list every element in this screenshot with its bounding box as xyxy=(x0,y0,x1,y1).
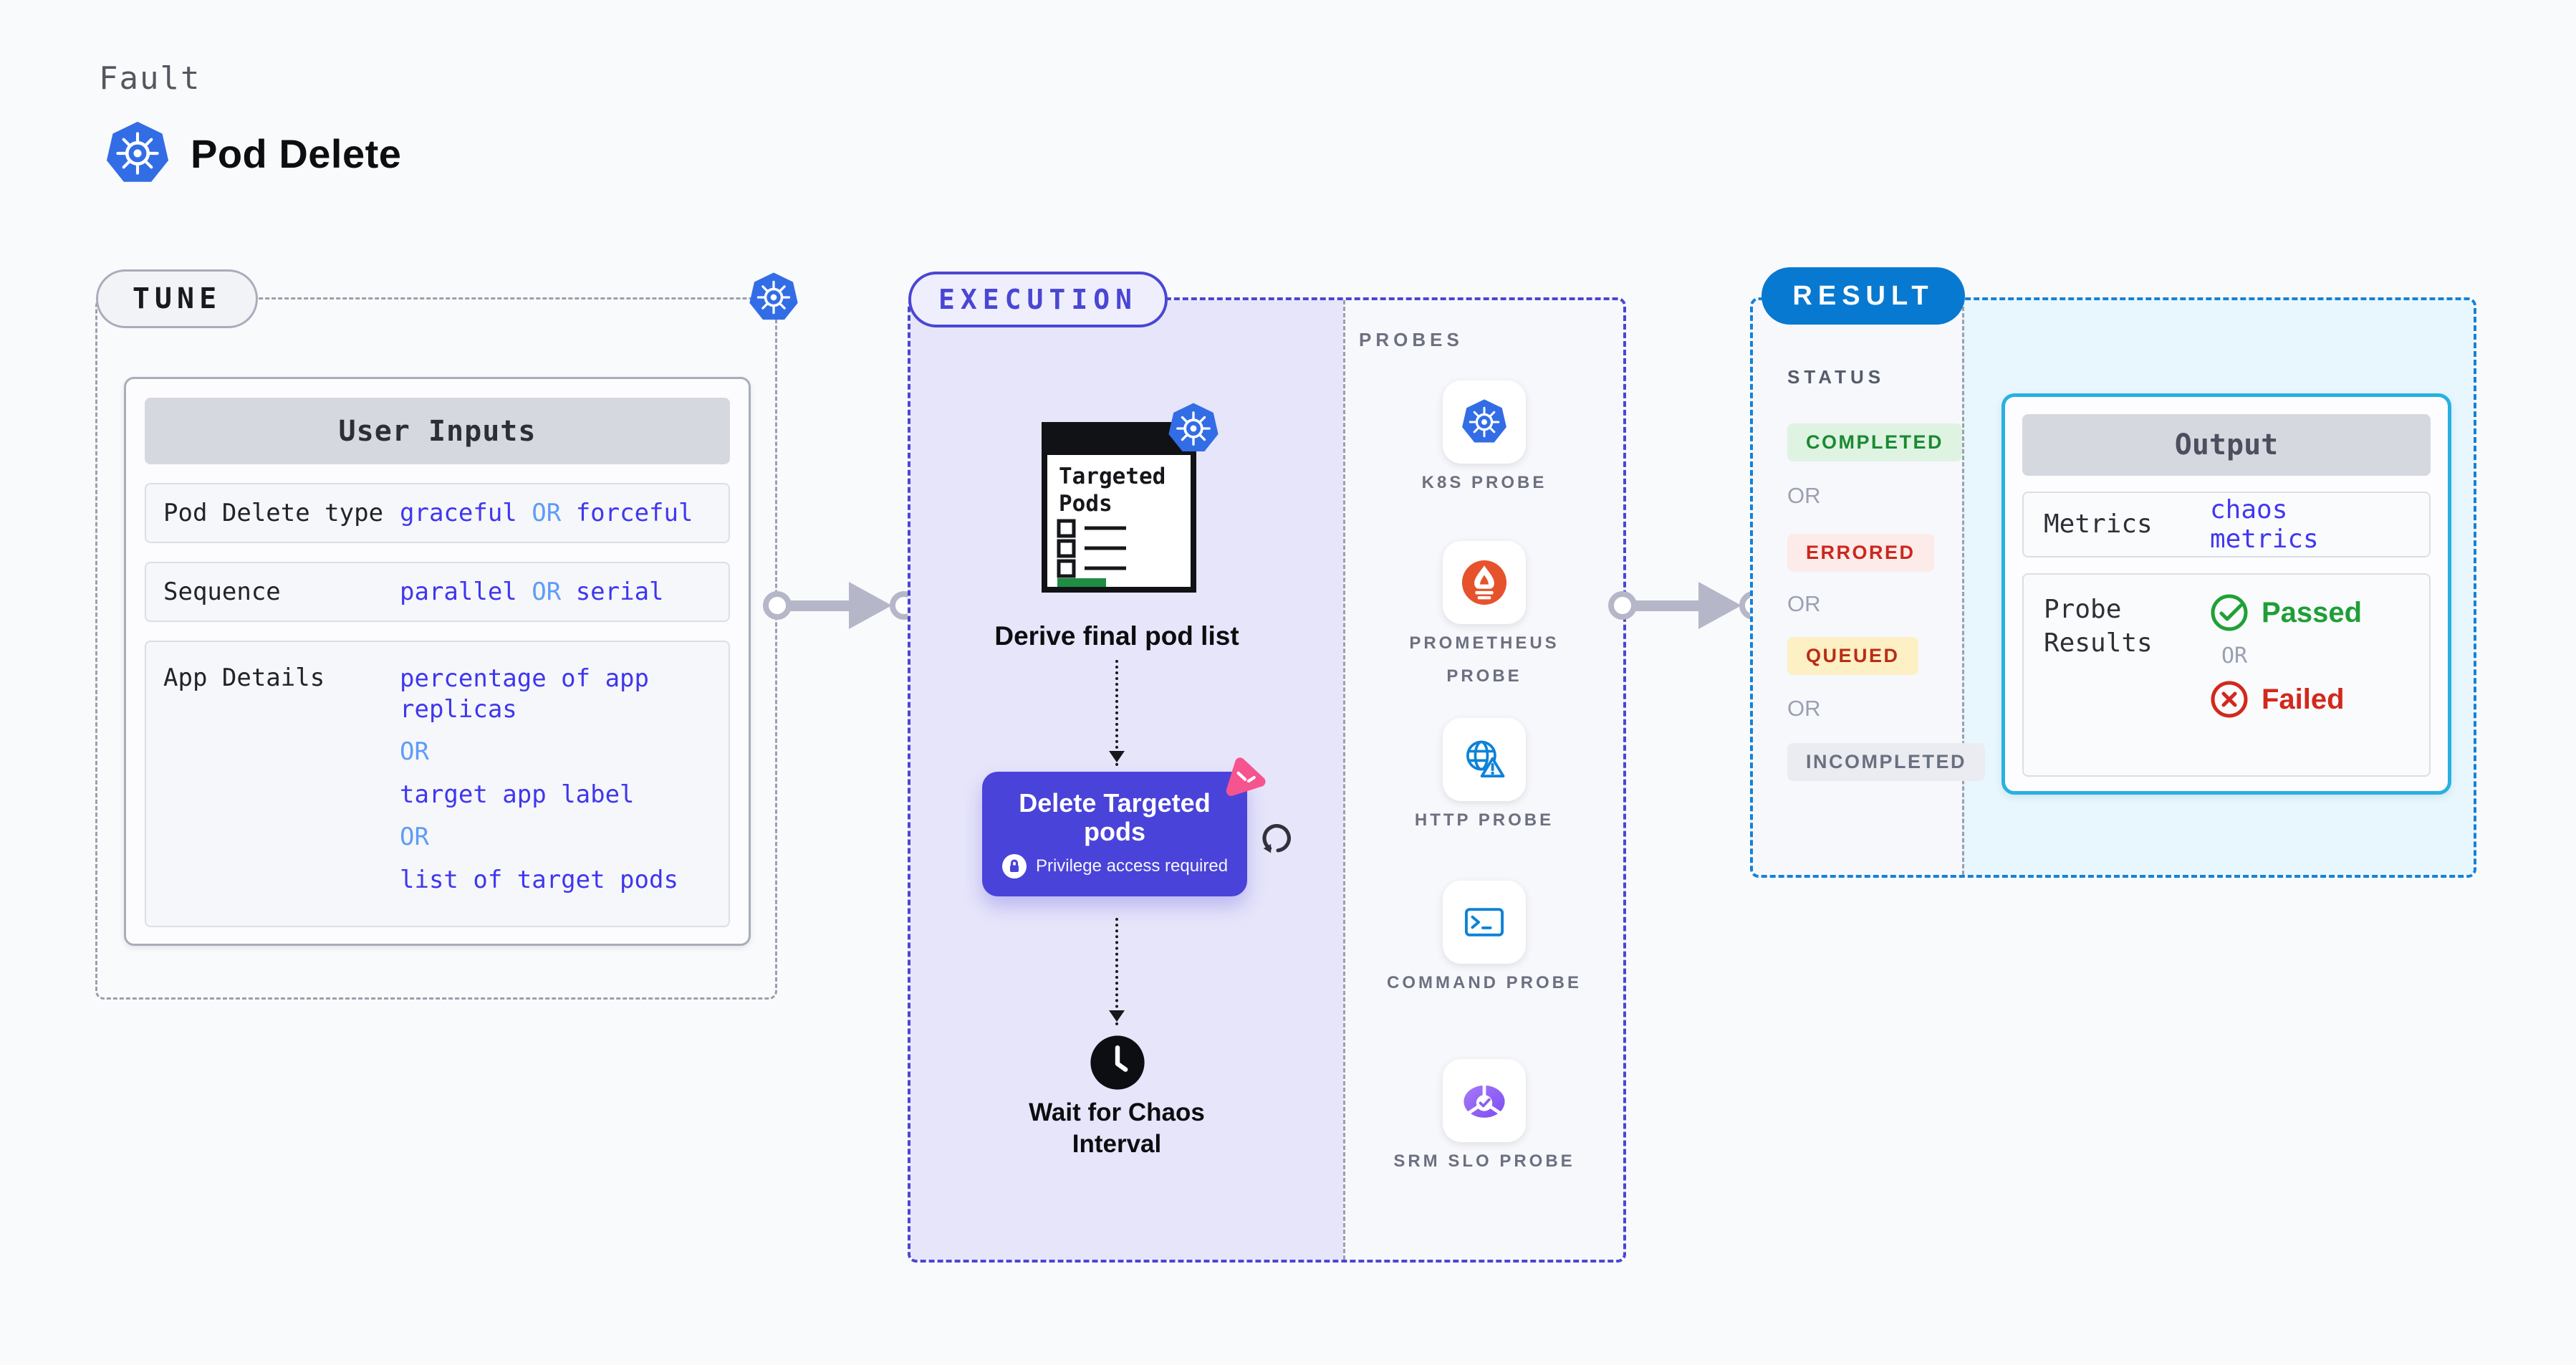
page-title-row: Pod Delete xyxy=(105,120,401,186)
probe-label-k8s: K8S PROBE xyxy=(1421,473,1547,492)
metrics-value: chaos metrics xyxy=(2210,495,2319,554)
passed-row: Passed xyxy=(2210,593,2362,632)
status-heading: STATUS xyxy=(1787,366,1885,388)
x-circle-icon xyxy=(2211,681,2248,718)
probe-results-label: Probe Results xyxy=(2044,595,2153,658)
tune-section-label: TUNE xyxy=(132,282,222,315)
flow-arrow-down xyxy=(1109,660,1125,766)
result-section: RESULT STATUS COMPLETED OR ERRORED OR QU… xyxy=(1750,267,2476,878)
wait-chaos-interval-step: Wait for Chaos Interval xyxy=(1029,1098,1205,1158)
output-title: Output xyxy=(2022,414,2431,476)
kubernetes-icon xyxy=(1167,401,1220,456)
slo-gauge-icon xyxy=(1460,1076,1509,1125)
check-circle-icon xyxy=(2211,594,2248,631)
failed-label: Failed xyxy=(2262,683,2345,715)
flow-arrow-down xyxy=(1109,918,1125,1025)
output-card: Output Metrics chaos metrics Probe Resul… xyxy=(2001,393,2451,795)
status-badge-completed: COMPLETED xyxy=(1787,423,1963,461)
passed-label: Passed xyxy=(2262,596,2363,628)
probe-card-http xyxy=(1443,718,1526,801)
status-or-separator: OR xyxy=(1787,591,1821,616)
delete-targeted-pods-node: Delete Targeted pods Privilege access re… xyxy=(982,772,1247,896)
terminal-icon xyxy=(1461,899,1508,946)
clock-icon xyxy=(1090,1035,1145,1090)
failed-row: Failed xyxy=(2210,680,2362,719)
probe-card-prometheus xyxy=(1443,541,1526,624)
tune-section: TUNE User Inputs Pod Delete type gracefu… xyxy=(95,269,777,1000)
input-value: parallel OR serial xyxy=(400,578,664,606)
probe-results-or: OR xyxy=(2221,643,2248,669)
kubernetes-icon xyxy=(1461,398,1508,446)
targeted-pods-illustration: Targeted Pods xyxy=(1042,422,1196,593)
svg-text:Pods: Pods xyxy=(1059,491,1112,517)
probe-card-srm-slo xyxy=(1443,1059,1526,1142)
input-value: graceful OR forceful xyxy=(400,499,693,527)
metrics-label: Metrics xyxy=(2044,509,2153,539)
status-or-separator: OR xyxy=(1787,696,1821,721)
input-label: Pod Delete type xyxy=(163,499,384,527)
probe-card-command xyxy=(1443,881,1526,964)
status-badge-incompleted: INCOMPLETED xyxy=(1787,743,1986,781)
kubernetes-icon xyxy=(748,270,799,325)
input-row-sequence: Sequence parallel OR serial xyxy=(145,562,730,622)
input-row-app-details: App Details percentage of app replicas O… xyxy=(145,641,730,927)
probe-label-command: COMMAND PROBE xyxy=(1387,973,1582,992)
derive-pod-list-step: Derive final pod list xyxy=(994,621,1239,651)
user-inputs-title: User Inputs xyxy=(145,398,730,464)
privilege-note-row: Privilege access required xyxy=(1001,853,1228,879)
result-status-divider xyxy=(1962,300,1964,875)
lock-icon xyxy=(1001,854,1027,879)
svg-text:Targeted: Targeted xyxy=(1059,464,1166,489)
status-or-separator: OR xyxy=(1787,483,1821,508)
loop-icon xyxy=(1262,824,1291,853)
fault-kicker: Fault xyxy=(99,60,201,97)
status-badge-queued: QUEUED xyxy=(1787,637,1918,675)
input-row-pod-delete-type: Pod Delete type graceful OR forceful xyxy=(145,483,730,543)
input-value: percentage of app replicas OR target app… xyxy=(400,664,678,894)
probes-heading: PROBES xyxy=(1359,329,1464,350)
execution-section: EXECUTION Targeted Pods Derive final pod… xyxy=(908,272,1626,1263)
delete-node-label: Delete Targeted pods xyxy=(1019,787,1211,846)
privilege-note: Privilege access required xyxy=(1035,856,1229,876)
output-row-probe-results: Probe Results Passed OR xyxy=(2022,573,2431,777)
probe-results-values: Passed OR Failed xyxy=(2210,593,2362,775)
input-label: App Details xyxy=(163,664,325,692)
probe-label-srm-slo: SRM SLO PROBE xyxy=(1393,1151,1575,1171)
result-section-pill: RESULT xyxy=(1762,267,1965,325)
execution-section-pill: EXECUTION xyxy=(908,272,1168,327)
execution-section-label: EXECUTION xyxy=(938,284,1138,315)
chaos-scenario-icon xyxy=(1226,757,1266,796)
probe-card-k8s xyxy=(1443,380,1526,464)
execution-to-result-arrow xyxy=(1608,582,1768,629)
status-badge-errored: ERRORED xyxy=(1787,534,1934,572)
globe-alert-icon xyxy=(1460,735,1509,784)
prometheus-icon xyxy=(1461,559,1508,606)
tune-section-pill: TUNE xyxy=(96,269,258,328)
execution-probes-divider xyxy=(1343,300,1345,1260)
kubernetes-icon xyxy=(105,120,170,186)
probe-label-prometheus: PROMETHEUS PROBE xyxy=(1409,633,1559,686)
page-title: Pod Delete xyxy=(191,130,402,176)
tune-to-execution-arrow xyxy=(763,582,918,629)
probe-label-http: HTTP PROBE xyxy=(1414,810,1554,830)
result-section-label: RESULT xyxy=(1792,280,1934,311)
input-label: Sequence xyxy=(163,578,281,606)
output-row-metrics: Metrics chaos metrics xyxy=(2022,492,2431,557)
user-inputs-card: User Inputs Pod Delete type graceful OR … xyxy=(124,377,751,946)
